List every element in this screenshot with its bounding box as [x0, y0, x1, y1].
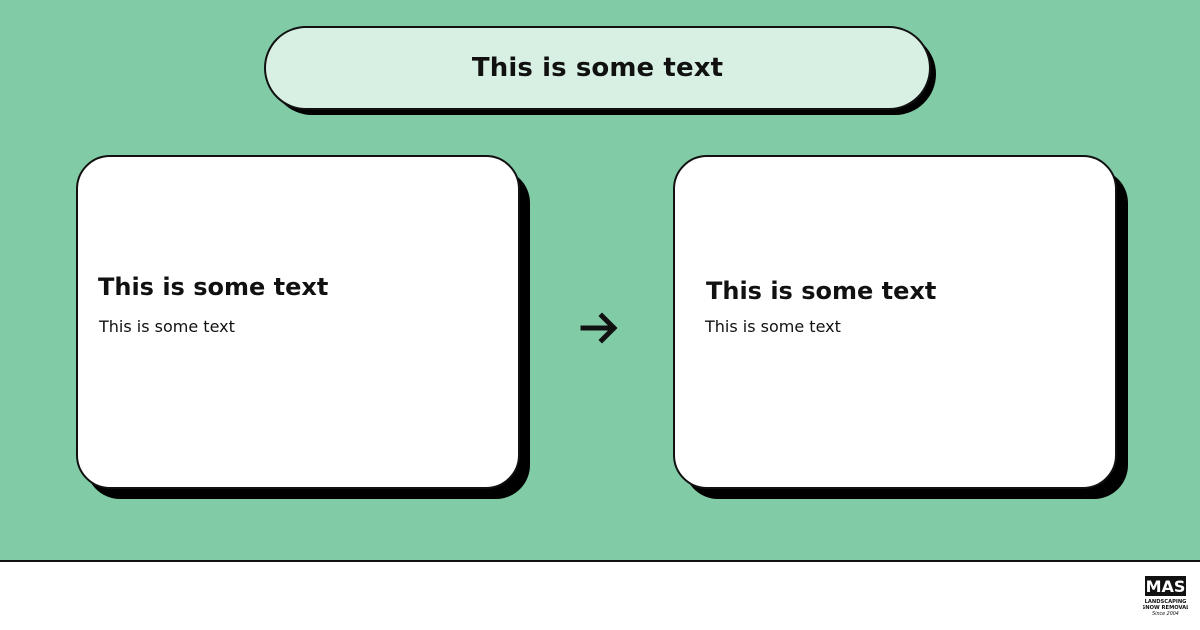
- svg-text:LANDSCAPING: LANDSCAPING: [1145, 599, 1187, 605]
- left-card-body: This is some text: [99, 317, 235, 336]
- right-card-heading: This is some text: [706, 277, 937, 305]
- svg-text:MAS: MAS: [1146, 577, 1186, 596]
- slide-canvas: This is some text This is some text This…: [0, 0, 1200, 562]
- right-card: This is some text This is some text: [673, 155, 1117, 489]
- title-pill: This is some text: [264, 26, 931, 110]
- page-title: This is some text: [471, 53, 724, 83]
- right-card-body: This is some text: [705, 317, 841, 336]
- left-card-heading: This is some text: [98, 273, 329, 301]
- svg-text:SNOW REMOVAL: SNOW REMOVAL: [1143, 605, 1188, 611]
- left-card: This is some text This is some text: [76, 155, 520, 489]
- svg-text:Since 2004: Since 2004: [1152, 611, 1179, 617]
- company-logo-icon: MAS LANDSCAPING SNOW REMOVAL Since 2004: [1143, 576, 1188, 617]
- arrow-right-icon: [580, 312, 618, 344]
